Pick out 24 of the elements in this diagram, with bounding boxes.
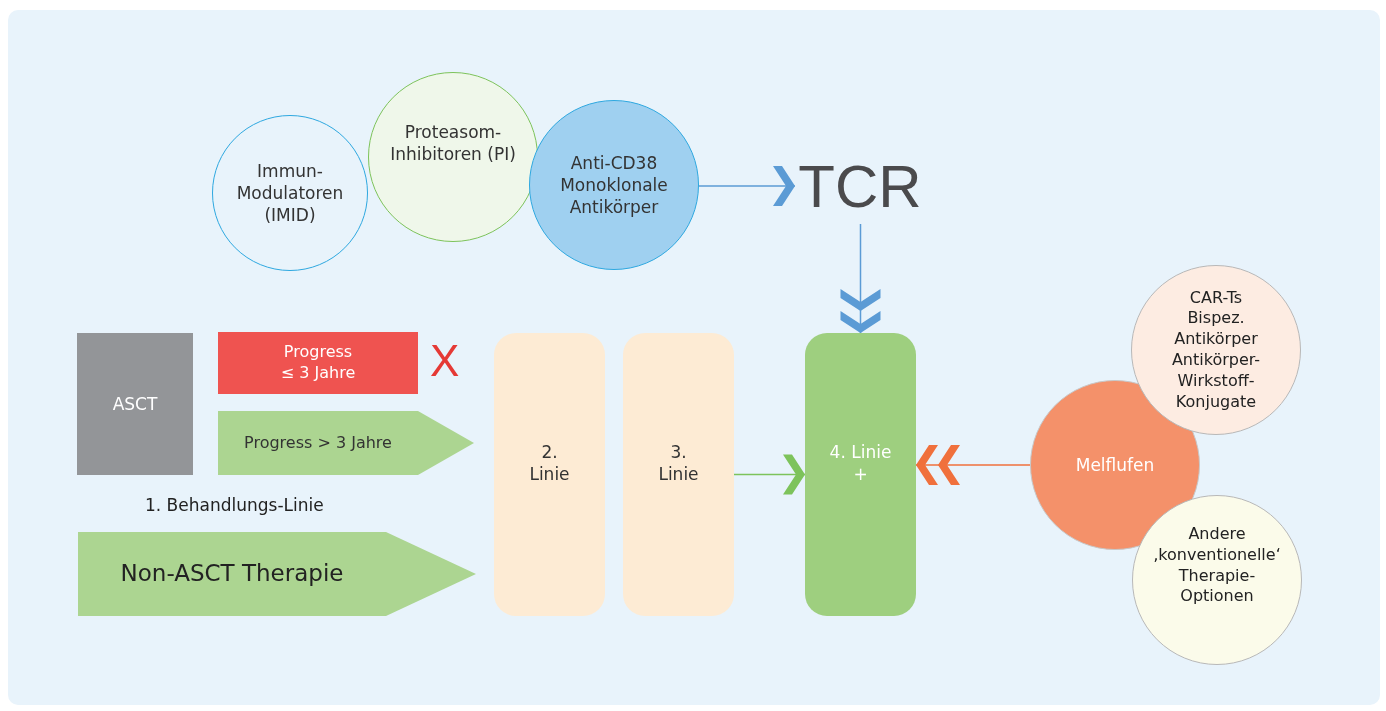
node-label: Melflufen [1075, 453, 1155, 477]
node-label: ASCT [112, 392, 158, 416]
cross-mark: X [430, 336, 460, 386]
arrow-shaped-box [218, 411, 474, 475]
node-label: Non-ASCT Therapie [120, 559, 344, 589]
node-label: Progress > 3 Jahre [244, 432, 392, 454]
node-label: 4. Linie + [829, 441, 892, 486]
node-label: Anti-CD38 Monoklonale Antikörper [559, 151, 669, 219]
heading-text: TCR [795, 148, 925, 224]
node-label: Proteasom-Inhibitoren (PI) [389, 121, 517, 166]
node-label: Andere ‚konventionelle‘ Therapie-Optionen [1152, 524, 1282, 608]
column-box [494, 333, 605, 616]
column-box [805, 333, 916, 616]
node-label: 2. Linie [528, 441, 571, 486]
node-label: Bispez. Antikörper [1173, 308, 1259, 350]
process-box [77, 333, 193, 475]
section-label: 1. Behandlungs-Linie [145, 495, 324, 515]
node-label: Antikörper-Wirkstoff-Konjugate [1170, 350, 1262, 413]
column-box [623, 333, 734, 616]
node-label: 3. Linie [657, 441, 700, 486]
node-label: Progress ≤ 3 Jahre [279, 342, 357, 384]
node-label: Immun-Modulatoren (IMID) [235, 159, 345, 227]
node-label: CAR-Ts [1189, 287, 1243, 309]
process-box [218, 332, 418, 394]
